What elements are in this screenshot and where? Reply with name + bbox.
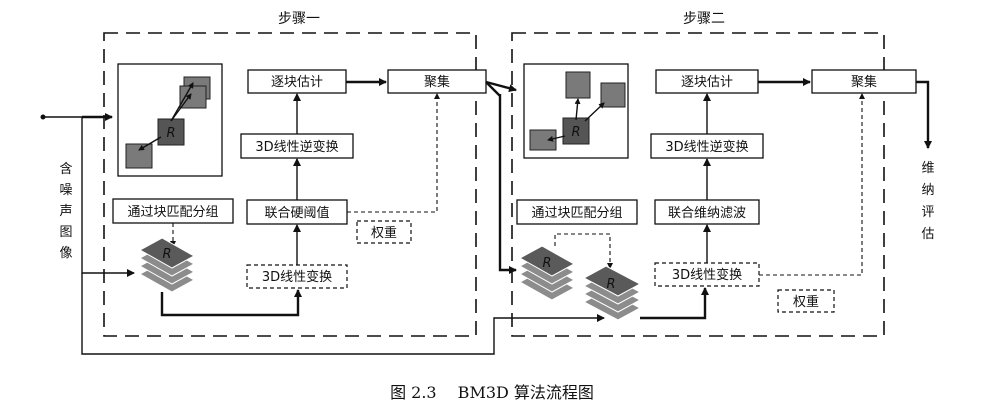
step2-transform-label: 3D线性变换 [672,267,742,283]
step1-estimate-label: 逐块估计 [271,75,323,90]
step1-block-match-box [112,198,234,224]
step2-weight-label: 权重 [793,294,819,310]
input-char-3: 声 [59,204,72,219]
step1-stack-to-transform [160,289,302,317]
input-to-stage2-bottom [81,273,605,355]
output-char-1: 维 [921,161,934,176]
step1-inverse-label: 3D线性逆变换 [255,139,338,155]
input-char-2: 噪 [59,183,72,198]
step1-threshold-box [246,199,348,225]
step2-wiener-label: 联合维纳滤波 [668,206,746,221]
step1-reference-patch [157,118,185,146]
step1-transform-label: 3D线性变换 [262,269,332,285]
step2-stack-to-transform [640,287,709,320]
stage1-to-stage2-basic-estimate [485,81,517,274]
stage2-title: 步骤二 [683,11,725,27]
step2-match-to-stacks [554,233,613,269]
step1-match-arrow-2 [170,93,192,122]
stage2-frame [511,32,885,337]
step1-3d-stack: R [138,237,196,293]
figure-caption: 图 2.3 BM3D 算法流程图 [390,383,594,402]
output-label: 维 纳 评 估 [921,161,934,242]
step1-match-arrow-3 [138,136,162,151]
step2-basic-layer-top [518,245,576,277]
step1-weight-label: 权重 [371,225,397,241]
step2-noisy-layer-top [582,265,642,297]
step1-weight-path [347,93,440,213]
step2-wiener-box [654,199,760,225]
step1-weight-box [356,220,412,244]
step2-patch-right [600,82,626,108]
step2-patch-lower-left [529,129,557,151]
step2-match-arrow-3 [547,135,566,142]
step2-estimate-label: 逐块估计 [681,75,733,90]
step2-match-arrow-2 [584,102,605,122]
step2-noisy-stack-label: R [606,277,615,292]
step2-reference-label: R [571,125,580,140]
step1-reference-label: R [166,126,175,141]
step2-block-match-label: 通过块匹配分组 [531,206,622,221]
step1-threshold-label: 联合硬阈值 [264,205,329,221]
step2-inverse-label: 3D线性逆变换 [665,139,748,155]
step2-patch-top-left [565,71,591,99]
output-char-2: 纳 [921,183,934,198]
input-char-1: 含 [59,161,72,177]
step2-weight-path [759,93,865,276]
stage2-title-bg [673,8,735,28]
step1-stack-label: R [162,247,171,262]
step2-reference-patch [562,117,590,145]
step1-block-match-label: 通过块匹配分组 [127,205,218,220]
input-label: 含 噪 声 图 像 [59,161,72,261]
output-char-3: 评 [921,205,934,220]
step2-aggregate-label: 聚集 [851,74,877,90]
step1-inverse-box [240,133,354,159]
step1-aggregate-label: 聚集 [424,74,450,90]
step1-patch-lower-left [125,143,153,169]
stage1-title-bg [268,8,330,28]
step1-stack-layer-top [138,237,196,269]
input-char-5: 像 [59,246,72,261]
input-char-4: 图 [59,225,72,240]
output-char-4: 估 [921,227,934,242]
step2-basic-stack: R [518,245,576,301]
step2-match-arrow-1 [574,98,581,121]
output-arrow [916,80,932,149]
stage1-to-stage2-panel [485,80,517,93]
step2-basic-stack-label: R [542,256,551,271]
step1-match-arrow-1 [170,82,194,122]
step2-weight-box [777,289,835,313]
stage1-frame [103,32,477,337]
step2-noisy-stack: R [582,265,642,321]
stage1-title: 步骤一 [278,11,320,27]
step2-block-match-box [516,199,638,225]
